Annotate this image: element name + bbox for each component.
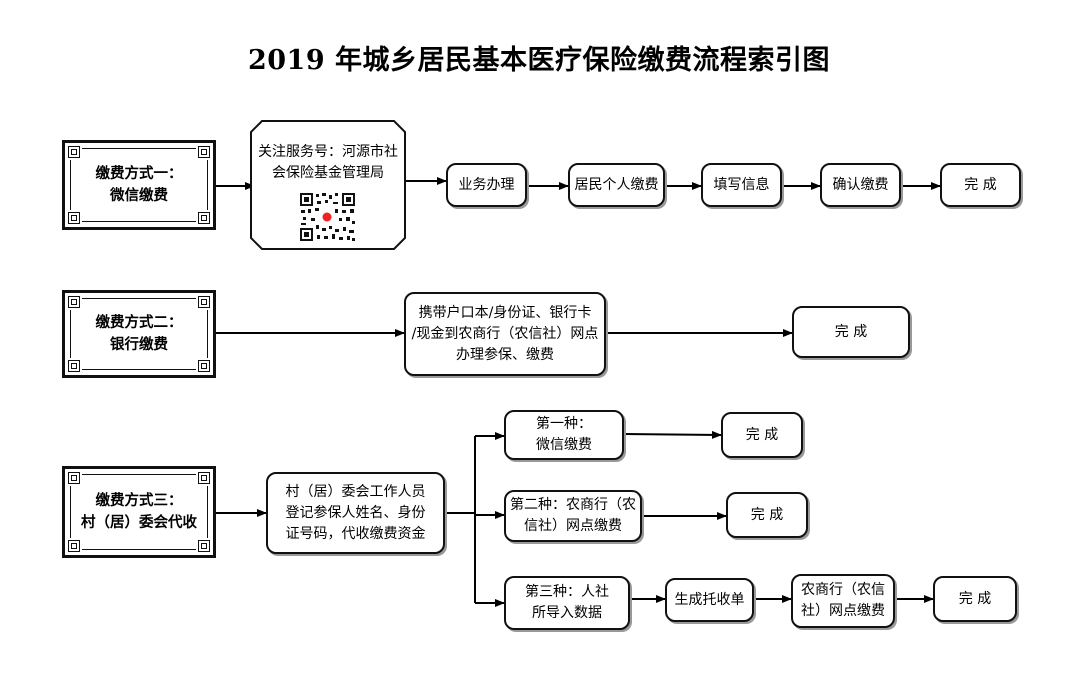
step-done-3a: 完 成 — [721, 412, 803, 458]
page-title: 2019 年城乡居民基本医疗保险缴费流程索引图 — [247, 45, 831, 76]
step-fill-info: 填写信息 — [701, 163, 782, 207]
arrow — [623, 430, 722, 439]
step-personal-payment: 居民个人缴费 — [568, 163, 665, 207]
bank-description: 携带户口本/身份证、银行卡 /现金到农商行（农信社）网点 办理参保、缴费 — [411, 304, 599, 363]
step-done-1: 完 成 — [940, 163, 1021, 207]
option-wechat: 第一种： 微信缴费 — [504, 410, 624, 460]
method2-box: 缴费方式二： 银行缴费 — [62, 290, 216, 378]
wechat-service-box: 关注服务号：河源市社 会保险基金管理局 — [250, 120, 406, 250]
village-collection-box: 村（居）委会工作人员 登记参保人姓名、身份 证号码，代收缴费资金 — [266, 472, 445, 554]
method3-box: 缴费方式三： 村（居）委会代收 — [62, 466, 216, 558]
method3-label: 缴费方式三： 村（居）委会代收 — [79, 490, 199, 534]
step-business: 业务办理 — [446, 163, 527, 207]
step-done-3c: 完 成 — [933, 576, 1017, 622]
method1-box: 缴费方式一： 微信缴费 — [62, 140, 216, 230]
step-confirm-payment: 确认缴费 — [820, 163, 901, 207]
village-collection-description: 村（居）委会工作人员 登记参保人姓名、身份 证号码，代收缴费资金 — [285, 483, 426, 542]
option-bank-branch: 第二种：农商行（农 信社）网点缴费 — [504, 490, 642, 542]
method1-label: 缴费方式一： 微信缴费 — [93, 163, 185, 207]
step-done-3b: 完 成 — [726, 492, 808, 538]
wechat-service-text: 关注服务号：河源市社 会保险基金管理局 — [258, 144, 398, 181]
step-collection-bill: 生成托收单 — [665, 578, 754, 622]
step-done-2: 完 成 — [792, 306, 910, 358]
qr-code-icon — [299, 192, 356, 242]
option-hr-import: 第三种：人社 所导入数据 — [504, 576, 630, 630]
bank-description-box: 携带户口本/身份证、银行卡 /现金到农商行（农信社）网点 办理参保、缴费 — [404, 292, 606, 376]
step-bank-payment: 农商行（农信 社）网点缴费 — [791, 574, 895, 628]
method2-label: 缴费方式二： 银行缴费 — [93, 312, 185, 356]
